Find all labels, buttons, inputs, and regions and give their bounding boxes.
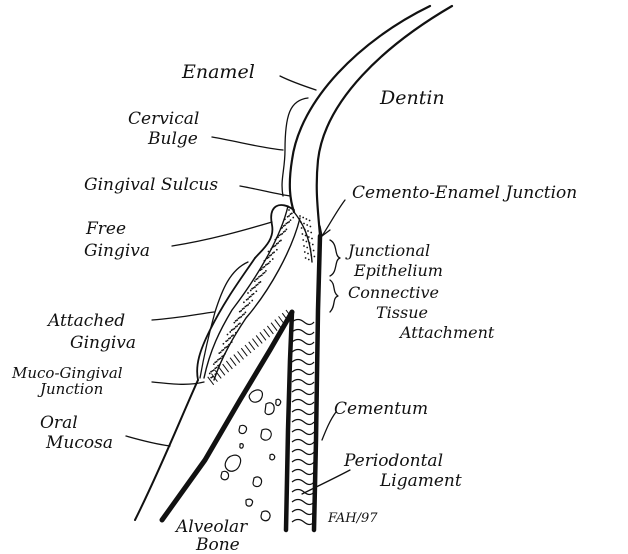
epithelium-band-outer (204, 206, 288, 378)
label-junctional-epithelium-line1: Junctional (345, 241, 430, 260)
label-oral-mucosa-line1: Oral (40, 413, 78, 433)
label-alveolar-bone-line1: Alveolar (174, 517, 248, 537)
label-periodontal-ligament-line2: Ligament (379, 471, 462, 491)
label-dentin: Dentin (379, 87, 445, 109)
attached-gingiva-leader (152, 312, 214, 320)
cervical-bulge-leader (212, 137, 283, 150)
label-cementum: Cementum (334, 399, 428, 419)
cej-arrow (322, 200, 345, 236)
label-connective-tissue-line2: Tissue (376, 303, 428, 322)
label-alveolar-bone-line2: Bone (195, 535, 240, 554)
artist-signature: FAH/97 (327, 511, 378, 526)
label-connective-tissue-line3: Attachment (398, 323, 495, 342)
oral-mucosa-line (135, 380, 198, 520)
label-gingival-sulcus: Gingival Sulcus (84, 175, 218, 195)
label-periodontal-ligament-line1: Periodontal (343, 451, 443, 471)
enamel-outer-surface (290, 6, 430, 212)
label-free-gingiva-line1: Free (85, 219, 126, 239)
label-cemento-enamel-junction: Cemento-Enamel Junction (352, 183, 577, 203)
alveolar-socket-wall (286, 312, 292, 530)
label-junctional-epithelium-line2: Epithelium (353, 261, 443, 280)
label-enamel: Enamel (181, 61, 255, 83)
oral-mucosa-leader (126, 436, 170, 446)
label-cervical-bulge-line2: Bulge (147, 129, 198, 149)
label-attached-gingiva-line1: Attached (46, 311, 125, 331)
junctional-epithelium-bracket (330, 240, 340, 276)
connective-tissue-bracket (330, 280, 338, 312)
label-mucogingival-line2: Junction (37, 380, 103, 398)
alveolar-bone-trabeculae (221, 390, 281, 521)
free-gingiva-leader (172, 222, 272, 246)
label-free-gingiva-line2: Gingiva (84, 241, 150, 261)
periosteum-hatch-marks (208, 310, 292, 385)
pdl-leader (302, 470, 350, 494)
enamel-leader (280, 76, 316, 90)
label-cervical-bulge-line1: Cervical (128, 109, 199, 129)
label-oral-mucosa-line2: Mucosa (45, 433, 113, 453)
label-connective-tissue-line1: Connective (348, 283, 439, 302)
label-attached-gingiva-line2: Gingiva (70, 333, 136, 353)
